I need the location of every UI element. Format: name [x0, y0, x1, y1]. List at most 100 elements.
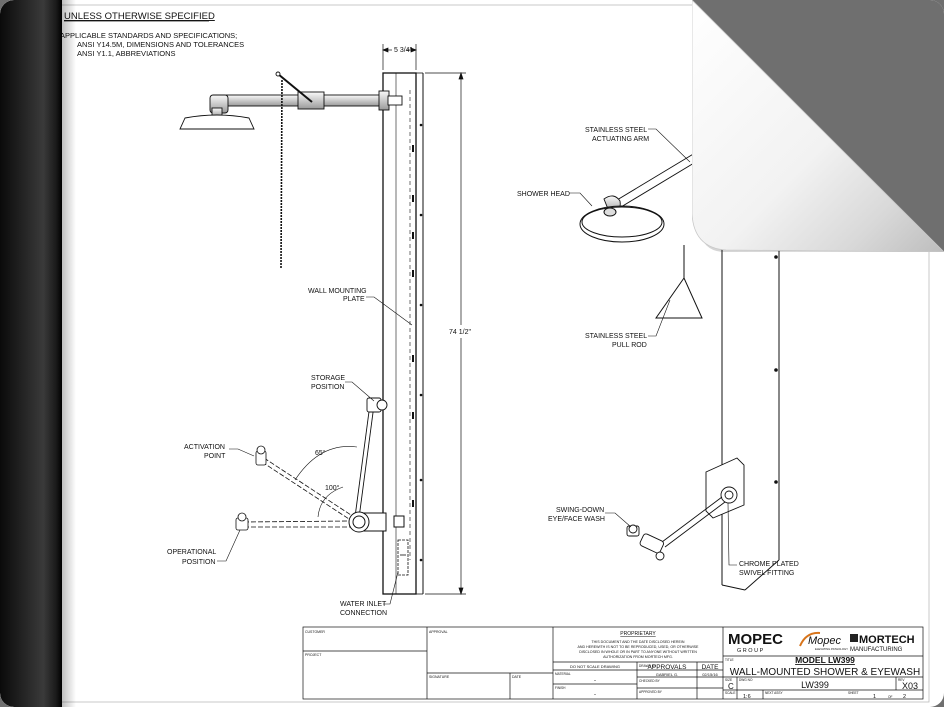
width-dimension-label: 5 3/4" [394, 47, 413, 54]
eyewash-arm-operational [235, 512, 351, 531]
tb-signature-label: SIGNATURE [429, 675, 450, 679]
tb-scale-label: SCALE [725, 691, 735, 695]
tb-size-value: C [728, 682, 734, 691]
callout-water-inlet-1: WATER INLET [340, 601, 387, 608]
tb-drawn-by-date: 02/15/16 [702, 672, 718, 677]
tb-approved-by-label: APPROVED BY [639, 690, 663, 694]
tb-finish-value: - [594, 692, 596, 698]
tb-approval-label: APPROVAL [429, 630, 448, 634]
tb-dwg-value: LW399 [801, 680, 829, 690]
tb-next-assy-label: NEXT ASSY [765, 691, 784, 695]
tb-do-not-scale: DO NOT SCALE DRAWING [570, 664, 620, 669]
callout-arm-2: ACTUATING ARM [592, 136, 649, 143]
logo-group: G R O U P [737, 648, 764, 654]
logo-mopec: MOPEC [728, 631, 783, 648]
tb-title-label: TITLE [725, 658, 734, 662]
tb-prop-line-4: AUTHORIZATION FROM MORTECH MFG. [603, 655, 673, 659]
callout-activation-2: POINT [204, 453, 226, 460]
tb-proprietary: PROPRIETARY [620, 631, 656, 637]
wall-mounting-plate [382, 72, 424, 595]
callout-pull-rod-1: STAINLESS STEEL [585, 333, 647, 340]
tb-description: WALL-MOUNTED SHOWER & EYEWASH [730, 667, 920, 678]
notes-line-3: ANSI Y1.1, ABBREVIATIONS [77, 49, 176, 58]
callout-wall-plate-2: PLATE [343, 296, 365, 303]
isometric-pull-rod [655, 245, 703, 319]
notes-line-2: ANSI Y14.5M, DIMENSIONS AND TOLERANCES [77, 40, 244, 49]
tb-date-label: DATE [512, 675, 522, 679]
callout-wall-plate-1: WALL MOUNTING [308, 288, 367, 295]
isometric-column [721, 245, 780, 591]
page-curl[interactable] [692, 0, 944, 252]
book-spine [0, 0, 62, 707]
tb-project-label: PROJECT [305, 653, 322, 657]
spine-shadow [62, 0, 76, 707]
tb-sheet-label: SHEET [848, 691, 859, 695]
right-callout-leaders [569, 128, 737, 566]
general-notes: UNLESS OTHERWISE SPECIFIED APPLICABLE ST… [60, 11, 244, 58]
callout-operational-1: OPERATIONAL [167, 549, 216, 556]
width-dimension [382, 44, 417, 70]
callout-pull-rod-2: PULL ROD [612, 342, 647, 349]
tb-model: MODEL LW399 [795, 655, 855, 665]
callout-water-inlet-2: CONNECTION [340, 610, 387, 617]
callout-eyewash-2: EYE/FACE WASH [548, 516, 605, 523]
isometric-eyewash [626, 457, 745, 561]
plate-bolts [419, 123, 423, 562]
callout-operational-2: POSITION [182, 559, 215, 566]
callout-eyewash-1: SWING-DOWN [556, 507, 604, 514]
logo-manufacturing: MANUFACTURING [850, 647, 903, 653]
eyewash-hub [348, 511, 405, 533]
eyewash-arm-activation [255, 445, 352, 520]
pull-rod-left [280, 79, 283, 269]
tb-drawn-by-label: DRAWN BY [639, 664, 657, 668]
tb-scale-value: 1:6 [743, 694, 751, 700]
callout-shower-head: SHOWER HEAD [517, 191, 570, 198]
logo-mortech: MORTECH [859, 634, 915, 646]
tb-prop-line-1: THIS DOCUMENT AND THE DATE DISCLOSED HER… [591, 640, 684, 644]
tb-prop-line-3: DISCLOSED IN WHOLE OR IN PART TO ANYONE … [579, 650, 697, 654]
mortech-mark-icon [850, 634, 858, 642]
mopec-swoosh-icon [799, 631, 821, 647]
company-logos: MOPEC G R O U P Mopec ELEVATING PATHOLOG… [728, 631, 915, 654]
tb-customer-label: CUSTOMER [305, 630, 325, 634]
tb-dwg-label: DWG NO [739, 678, 753, 682]
angle-100-label: 100° [325, 484, 340, 492]
tb-rev-label: REV [898, 678, 905, 682]
isometric-shower-arm [603, 149, 705, 215]
angle-65-label: 65° [315, 449, 326, 457]
height-dimension [425, 71, 466, 596]
callout-arm-1: STAINLESS STEEL [585, 127, 647, 134]
shower-head-left [179, 114, 255, 130]
water-inlet-pipe [397, 539, 409, 576]
callout-swivel-1: CHROME PLATED [739, 561, 799, 568]
tb-checked-by-label: CHECKED BY [639, 679, 661, 683]
tb-material-label: MATERIAL [555, 672, 571, 676]
tb-prop-line-2: AND HEREWITH IS NOT TO BE REPRODUCED, US… [578, 645, 700, 649]
tb-finish-label: FINISH [555, 686, 566, 690]
notes-heading: UNLESS OTHERWISE SPECIFIED [64, 11, 215, 22]
tb-rev-value: X03 [902, 681, 918, 691]
callout-activation-1: ACTIVATION [184, 444, 225, 451]
isometric-shower-head [579, 205, 665, 243]
angle-arcs [294, 446, 358, 518]
left-callout-leaders [217, 296, 413, 605]
callout-storage-2: POSITION [311, 384, 344, 391]
notes-line-1: APPLICABLE STANDARDS AND SPECIFICATIONS; [60, 31, 237, 40]
logo-tagline: ELEVATING PATHOLOGY [815, 647, 848, 651]
tb-material-value: - [594, 678, 596, 684]
height-dimension-label: 74 1/2" [449, 329, 471, 336]
tb-of-label: OF [888, 695, 892, 699]
title-block-grid [302, 626, 924, 700]
eyewash-arm-storage [354, 397, 388, 519]
callout-storage-1: STORAGE [311, 375, 345, 382]
callout-swivel-2: SWIVEL FITTING [739, 570, 794, 577]
tb-size-label: SIZE [725, 678, 732, 682]
tb-approvals: APPROVALS [648, 664, 688, 671]
tb-sheet-value: 1 [873, 694, 876, 700]
tb-approvals-date: DATE [702, 664, 720, 671]
tb-drawn-by-name: GABRIEL G. [656, 672, 679, 677]
tb-of-value: 2 [903, 694, 906, 700]
shower-arm-left [209, 71, 403, 118]
